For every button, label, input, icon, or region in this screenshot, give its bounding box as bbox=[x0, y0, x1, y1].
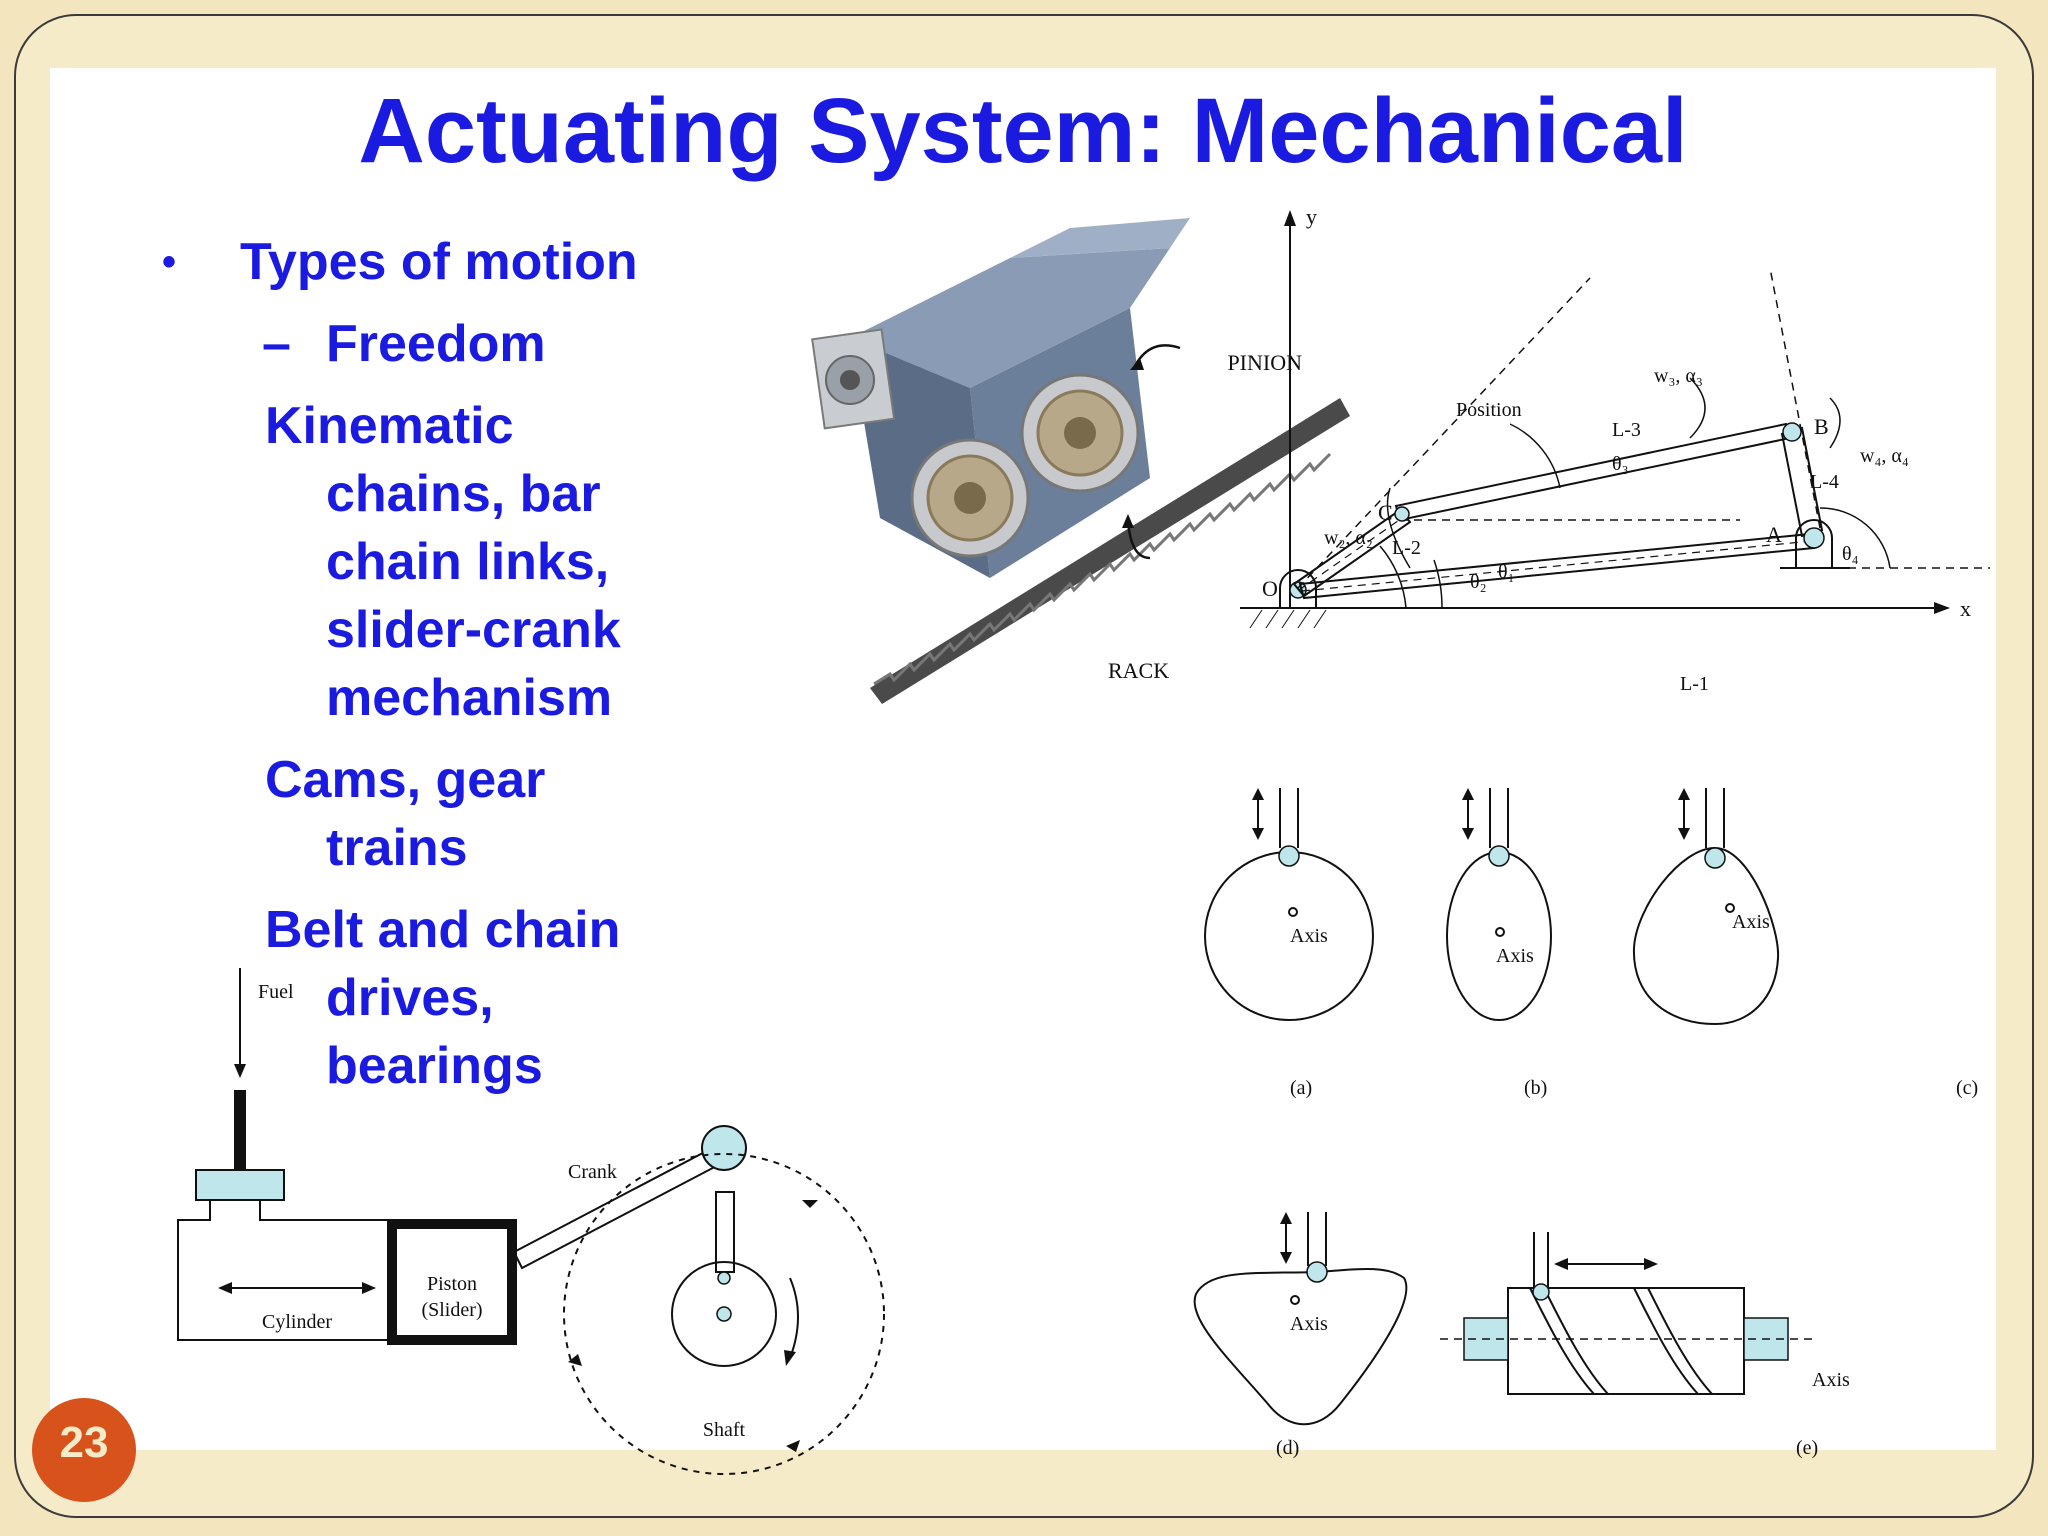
y-axis-label: y bbox=[1306, 204, 1317, 229]
page-number-badge: 23 bbox=[32, 1398, 136, 1502]
cam-c bbox=[1632, 788, 1780, 1026]
cam-a bbox=[1204, 788, 1374, 1021]
point-o-label: O bbox=[1262, 576, 1278, 601]
cam-e bbox=[1440, 1232, 1812, 1395]
four-bar-linkage-figure: y x O bbox=[1240, 204, 1990, 695]
slider-crank-figure: Fuel Piston (Slider) Cylinder Crank Shaf… bbox=[177, 968, 885, 1475]
bullet-kinematic-line: Kinematic bbox=[265, 397, 514, 455]
bullet-cams-line: Cams, gear bbox=[265, 751, 546, 809]
bullet-kinematic-line: chains, bar bbox=[326, 465, 601, 523]
angle-label: θ₃ bbox=[1612, 453, 1629, 475]
point-b-label: B bbox=[1814, 414, 1829, 439]
omega-alpha-label: w₄, α₄ bbox=[1860, 445, 1909, 467]
cam-axis-label: Axis bbox=[1732, 911, 1770, 933]
cam-caption: (a) bbox=[1290, 1077, 1312, 1099]
cam-caption: (d) bbox=[1276, 1437, 1299, 1459]
pinion-gear bbox=[910, 373, 1140, 558]
bullet-kinematic-line: chain links, bbox=[326, 533, 610, 591]
omega-alpha-label: w₂, α₂ bbox=[1324, 527, 1373, 549]
cam-profiles-figure: Axis Axis Axis (a) (b) (c) bbox=[1193, 788, 1978, 1459]
bullet-kinematic-line: mechanism bbox=[326, 669, 613, 727]
cam-caption: (b) bbox=[1524, 1077, 1547, 1099]
cam-caption: (c) bbox=[1956, 1077, 1978, 1099]
crank-label: Crank bbox=[568, 1161, 617, 1183]
slide-title: Actuating System: Mechanical bbox=[358, 80, 1688, 182]
ground-pivot-a bbox=[1780, 519, 1850, 569]
point-c-label: C bbox=[1378, 500, 1393, 525]
bullet-belt-line: drives, bbox=[326, 969, 494, 1027]
dash-marker: – bbox=[262, 315, 291, 373]
angle-label: θ₁ bbox=[1498, 561, 1515, 583]
omega-alpha-label: w₃, α₃ bbox=[1654, 365, 1703, 387]
cam-caption: (e) bbox=[1796, 1437, 1818, 1459]
bullet-types-of-motion: Types of motion bbox=[240, 233, 638, 291]
angle-label: θ₂ bbox=[1470, 571, 1487, 593]
angle-label: θ₄ bbox=[1842, 543, 1859, 565]
cam-axis-label: Axis bbox=[1812, 1369, 1850, 1391]
bullet-belt-line: bearings bbox=[326, 1037, 543, 1095]
fuel-label: Fuel bbox=[258, 981, 294, 1003]
rack-pinion-figure: PINION RACK bbox=[811, 218, 1350, 704]
bullet-marker: • bbox=[162, 240, 177, 284]
x-axis-label: x bbox=[1960, 596, 1971, 621]
cam-axis-label: Axis bbox=[1290, 925, 1328, 947]
link-label: L-4 bbox=[1810, 471, 1839, 493]
cylinder-label: Cylinder bbox=[262, 1311, 332, 1333]
slide-canvas: Actuating System: Mechanical • Types of … bbox=[50, 68, 1996, 1475]
bullet-kinematic-line: slider-crank bbox=[326, 601, 621, 659]
slider-label: (Slider) bbox=[421, 1299, 482, 1321]
cam-b bbox=[1446, 788, 1552, 1021]
piston-label: Piston bbox=[427, 1273, 477, 1295]
rack-label: RACK bbox=[1108, 658, 1169, 683]
cam-axis-label: Axis bbox=[1496, 945, 1534, 967]
shaft-label: Shaft bbox=[703, 1419, 746, 1441]
bullet-cams-line: trains bbox=[326, 819, 468, 877]
cam-axis-label: Axis bbox=[1290, 1313, 1328, 1335]
position-label: Position bbox=[1456, 399, 1522, 421]
link-label: L-1 bbox=[1680, 673, 1709, 695]
cam-d bbox=[1193, 1212, 1408, 1426]
bullet-freedom: Freedom bbox=[326, 315, 546, 373]
rack-bar bbox=[870, 398, 1350, 704]
link-label: L-2 bbox=[1392, 537, 1421, 559]
point-a-label: A bbox=[1766, 522, 1782, 547]
link-label: L-3 bbox=[1612, 419, 1641, 441]
page-number: 23 bbox=[59, 1418, 109, 1467]
bullet-belt-line: Belt and chain bbox=[265, 901, 621, 959]
